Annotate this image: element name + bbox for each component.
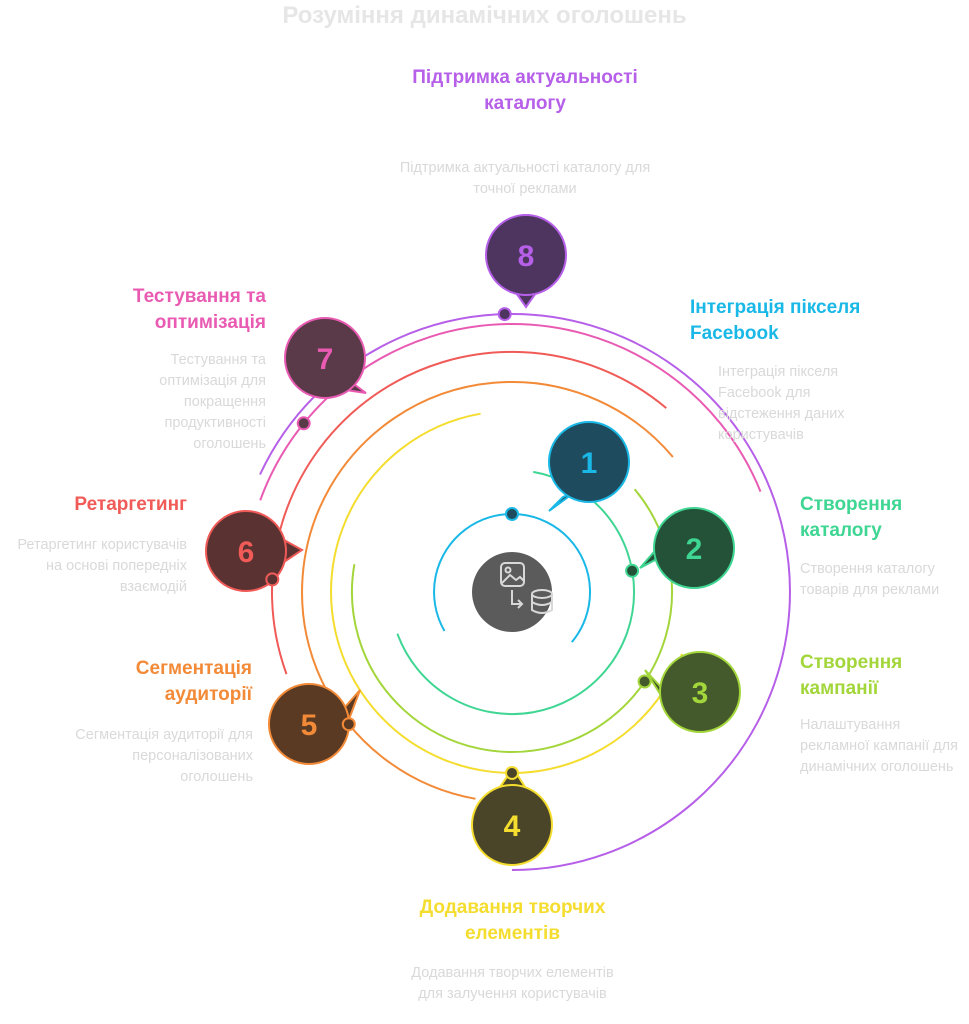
step-3-title: Створення кампанії <box>800 652 903 699</box>
orbit-ring-8 <box>259 313 791 871</box>
orbit-dot <box>505 507 519 521</box>
step-8-marker: 8 <box>485 214 567 322</box>
orbit-ring-2 <box>396 470 636 716</box>
step-7-marker: 7 <box>284 317 367 431</box>
center-hub <box>472 552 553 632</box>
orbit-ring-7 <box>259 323 762 501</box>
step-bubble <box>205 510 287 592</box>
step-number: 6 <box>238 536 255 569</box>
step-bubble <box>548 421 630 503</box>
step-1-description: Інтеграція пікселя Facebook для відстеже… <box>718 364 845 443</box>
diagram-title: Розуміння динамічних оголошень <box>282 2 687 29</box>
step-2-title: Створення каталогу <box>800 494 903 541</box>
step-4-description: Додавання творчих елементів для залученн… <box>411 965 614 1002</box>
step-number: 3 <box>692 677 709 710</box>
step-6-marker: 6 <box>205 510 304 592</box>
orbit-dot <box>625 563 640 578</box>
step-5-marker: 5 <box>268 683 361 765</box>
orbit-ring-4 <box>330 412 684 774</box>
step-2-description: Створення каталогу товарів для реклами <box>800 561 940 598</box>
orbit-dot <box>505 766 519 780</box>
step-5-description: Сегментація аудиторії для персоналізован… <box>75 727 253 785</box>
step-1-marker: 1 <box>505 421 630 521</box>
orbit-dot <box>497 307 512 322</box>
step-number: 4 <box>504 810 521 843</box>
step-5-title: Сегментація аудиторії <box>135 658 252 705</box>
step-7-title: Тестування та оптимізація <box>132 286 266 333</box>
step-bubble <box>471 784 553 866</box>
orbit-ring-6 <box>271 350 667 675</box>
step-3-description: Налаштування рекламної кампанії для дина… <box>800 717 958 775</box>
step-4-marker: 4 <box>471 766 553 866</box>
step-3-marker: 3 <box>637 651 741 733</box>
step-6-description: Ретаргетинг користувачів на основі попер… <box>17 537 187 595</box>
step-7-description: Тестування та оптимізація для покращення… <box>159 352 266 452</box>
step-8-description: Підтримка актуальності каталогу для точн… <box>399 160 651 197</box>
orbit-dot <box>637 674 652 689</box>
arrow-icon <box>511 590 524 609</box>
step-markers: 1 2 3 4 5 6 7 8 <box>205 214 741 866</box>
step-bubble <box>653 507 735 589</box>
step-bubble <box>284 317 366 399</box>
step-2-marker: 2 <box>625 507 735 589</box>
orbit-dot <box>341 717 356 732</box>
step-number: 7 <box>317 343 334 376</box>
step-6-title: Ретаргетинг <box>74 494 187 515</box>
step-4-title: Додавання творчих елементів <box>419 897 606 944</box>
orbit-dot <box>296 416 311 431</box>
step-number: 5 <box>301 709 318 742</box>
image-icon <box>500 562 525 587</box>
step-number: 8 <box>518 240 535 273</box>
step-number: 1 <box>581 447 598 480</box>
orbit-ring-5 <box>301 381 674 800</box>
step-bubble <box>659 651 741 733</box>
step-8-title: Підтримка актуальності каталогу <box>412 67 638 114</box>
database-icon <box>531 589 553 614</box>
step-number: 2 <box>686 533 703 566</box>
step-bubble <box>485 214 567 296</box>
orbit-dot <box>265 572 280 587</box>
step-1-title: Інтеграція пікселя Facebook <box>690 297 861 344</box>
